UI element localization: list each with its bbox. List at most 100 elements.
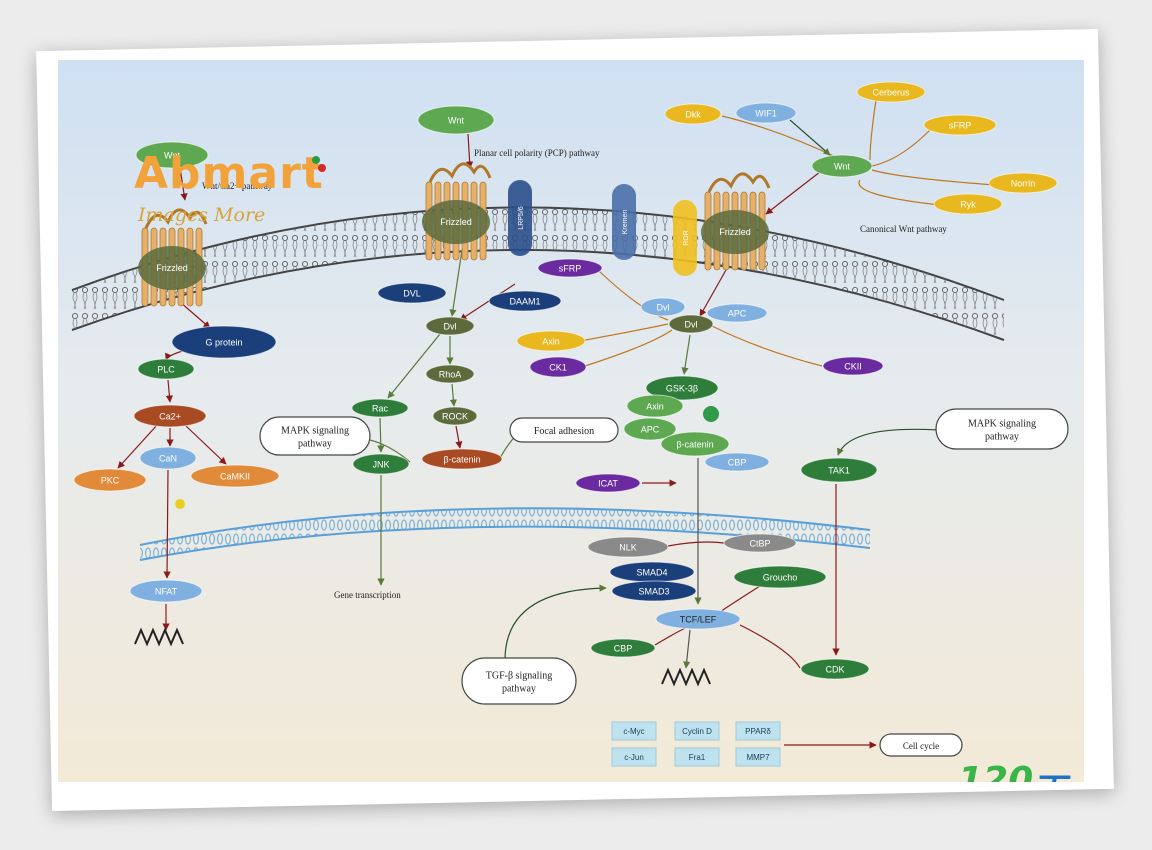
node-label-tcf-lef: TCF/LEF	[680, 615, 717, 625]
node-label-ryk: Ryk	[960, 200, 976, 210]
node-label-wnt-mid: Wnt	[448, 116, 465, 126]
edge-wnt-fzdr	[765, 171, 821, 215]
target-gene-label-0: c-Myc	[623, 727, 644, 736]
watermark-chinese: 百顺	[1038, 764, 1084, 782]
node-label-wnt-left: Wnt	[164, 151, 181, 161]
node-label-dvl-canon: Dvl	[685, 320, 698, 330]
node-label-dvl-mid: DVL	[403, 289, 421, 299]
edge-wntm-fzd	[466, 133, 474, 169]
node-ctnnb1: β-catenin	[660, 431, 730, 457]
node-label-rock: ROCK	[442, 412, 468, 422]
target-gene-1: Cyclin D	[674, 721, 720, 741]
node-ck1-mid: CK1	[529, 356, 587, 378]
node-rac: Rac	[351, 398, 409, 418]
node-daam1: DAAM1	[488, 290, 562, 312]
node-wnt-right: Wnt	[811, 154, 873, 178]
node-label-sfrp: sFRP	[949, 121, 972, 131]
node-nfat: NFAT	[129, 579, 203, 603]
node-label-apc: APC	[641, 425, 660, 435]
node-camkii: CaMKII	[190, 464, 280, 488]
target-gene-label-3: c-Jun	[624, 753, 644, 762]
edge-pcp-dvl	[449, 249, 463, 317]
node-label-ckii-side: CKII	[844, 362, 862, 372]
node-ctbp: CtBP	[723, 533, 797, 553]
node-ca2: Ca2+	[133, 404, 207, 428]
receptor-frizzled-right: Frizzled	[701, 172, 771, 271]
node-rhoa: RhoA	[425, 364, 475, 384]
target-gene-4: Fra1	[674, 747, 720, 767]
node-label-ctnnb1: β-catenin	[676, 440, 713, 450]
dna-left	[134, 627, 184, 647]
edge-dvl-rac	[387, 333, 441, 399]
edge-ckii-dvl	[711, 325, 823, 367]
channel-label-ror: ROR	[683, 230, 690, 246]
node-label-plc: PLC	[157, 365, 175, 375]
node-focal-target: β-catenin	[421, 448, 503, 470]
box-cell-cycle-text-0: Cell cycle	[903, 741, 939, 751]
box-mapk-left-text-0: MAPK signaling	[281, 426, 349, 437]
node-gsk3b: GSK-3β	[645, 375, 719, 401]
node-cbp2: CBP	[590, 638, 656, 658]
box-tgf-beta-text-1: pathway	[502, 684, 536, 695]
edge-ca-pkc	[117, 423, 159, 469]
node-tak1: TAK1	[800, 457, 878, 483]
box-mapk-left-text-1: pathway	[298, 439, 332, 450]
receptor-frizzled-mid: Frizzled	[422, 162, 492, 261]
node-apc-side: APC	[706, 303, 768, 323]
logo-tagline: Images More	[138, 204, 266, 226]
channel-label-kremen: Kremen	[622, 210, 629, 235]
target-gene-label-5: MMP7	[746, 753, 770, 762]
edge-norrin-fzd	[871, 169, 996, 186]
node-label-camkii: CaMKII	[220, 472, 250, 482]
receptor-frizzled-left: Frizzled	[138, 208, 208, 307]
node-label-dvl-right: Dvl	[657, 303, 670, 313]
node-label-axin: Axin	[646, 402, 664, 412]
channel-label-lrp56: LRP5/6	[518, 206, 525, 229]
box-focal-adhesion: Focal adhesion	[509, 417, 619, 443]
node-label-axin-mid: Axin	[542, 337, 560, 347]
logo-dot-green	[312, 156, 320, 164]
receptor-label-frizzled-mid: Frizzled	[440, 217, 472, 227]
node-cbp-side: CBP	[704, 452, 770, 472]
edge-rac-jnk	[377, 417, 385, 453]
node-label-norrin: Norrin	[1011, 179, 1036, 189]
receptor-label-frizzled-right: Frizzled	[719, 227, 751, 237]
edge-mapk-tak	[837, 428, 939, 456]
edge-groucho-tcf	[719, 585, 761, 613]
node-jnk: JNK	[352, 453, 410, 475]
node-label-daam1: DAAM1	[509, 297, 540, 307]
node-label-smad4: SMAD4	[636, 568, 667, 578]
edge-jnk-mapk	[369, 439, 411, 463]
edge-cn-nfat	[163, 469, 171, 579]
node-wnt-mid: Wnt	[417, 105, 495, 135]
label-pcp-pathway: Planar cell polarity (PCP) pathway	[474, 148, 600, 158]
node-pkc: PKC	[73, 468, 147, 492]
edge-axin-dvl	[579, 323, 669, 342]
edge-ca-camk	[185, 425, 227, 465]
edge-rock-focal	[455, 425, 463, 449]
node-label-dkk: Dkk	[685, 110, 701, 120]
node-dvl-right: Dvl	[640, 297, 686, 317]
node-tcf-lef: TCF/LEF	[655, 608, 741, 630]
node-label-tak1: TAK1	[828, 466, 850, 476]
node-label-ca2: Ca2+	[159, 412, 181, 422]
receptor-label-frizzled-left: Frizzled	[156, 263, 188, 273]
node-smad4: SMAD4	[609, 561, 695, 583]
edge-ryk-fzd	[858, 179, 941, 206]
node-label-groucho: Groucho	[763, 573, 798, 583]
ca-ion-dot	[175, 499, 185, 509]
node-dvl-mid: DVL	[377, 282, 447, 304]
node-apc: APC	[623, 417, 677, 441]
node-axin: Axin	[626, 394, 684, 418]
edge-dkk-lrp	[721, 115, 843, 161]
node-dvl-canon: Dvl	[668, 314, 714, 334]
node-label-g-protein: G protein	[205, 338, 242, 348]
edge-fzd-dvlr	[699, 269, 727, 317]
abmart-logo: Abmart	[134, 148, 324, 199]
node-axin-mid: Axin	[516, 330, 586, 352]
node-label-jnk: JNK	[372, 460, 389, 470]
edge-dvl-canon-gsk	[681, 334, 691, 375]
node-wnt-left: Wnt	[135, 141, 209, 169]
node-label-nlk: NLK	[619, 543, 637, 553]
